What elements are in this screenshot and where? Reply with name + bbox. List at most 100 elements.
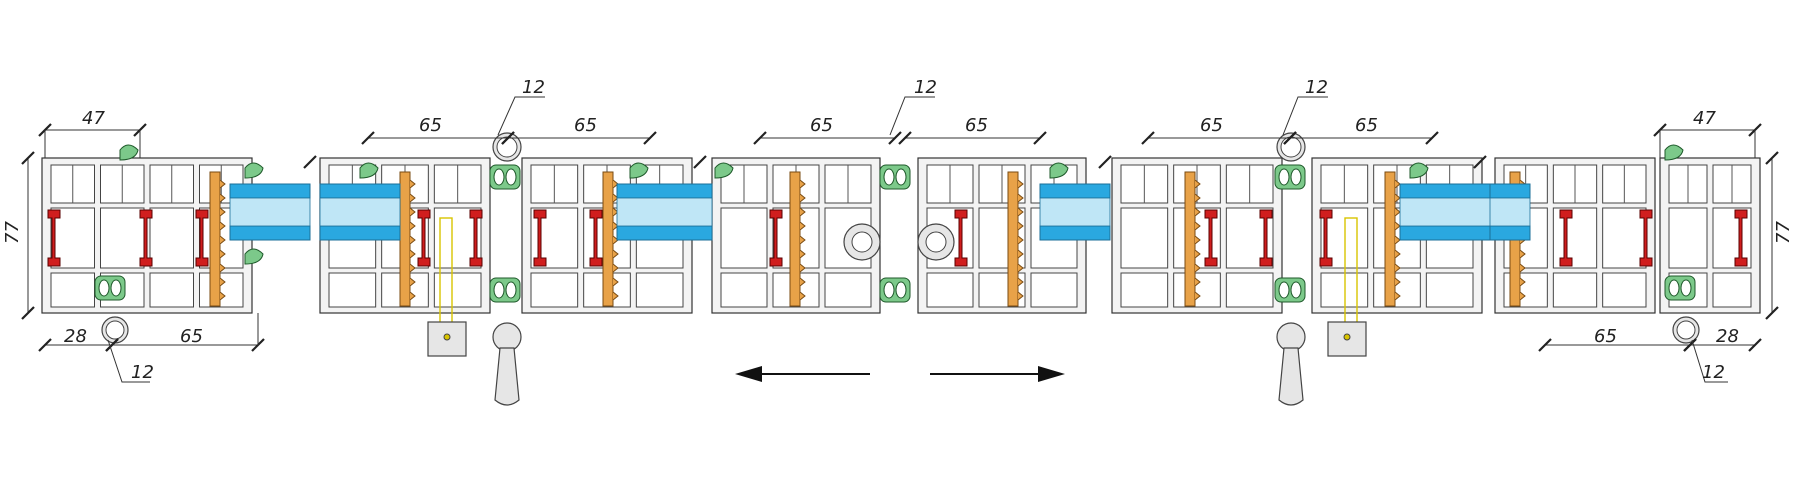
right-thermal-a-shape [1559, 209, 1573, 267]
glass-right-sash-pane-top [1489, 183, 1531, 199]
right-gasket-top [1664, 144, 1684, 161]
right-sash-chamber-mid [1602, 207, 1647, 269]
roller-left [101, 316, 129, 344]
sash1-reinforcement-a [399, 171, 416, 307]
dimline-left-height-tick-a [21, 151, 35, 165]
sash3-reinforcement-b-tooth [1394, 249, 1401, 259]
left-reinforcement-tooth [219, 221, 226, 231]
glass-sash1-a-spacer [319, 197, 401, 227]
sash1-left-chamber-bottom [433, 272, 482, 308]
right-frame-chamber-bottom [1712, 272, 1752, 308]
right-sash-chamber-bottom [1552, 272, 1598, 308]
right-reinforcement-tooth [1519, 291, 1526, 301]
left-gasket-top-shape [119, 144, 139, 161]
sash1-gasket-bottom-eye-b [505, 281, 517, 299]
dimline-right-height-tick-a [1765, 151, 1779, 165]
center-glass-gasket-a-shape [714, 162, 734, 179]
left-frame-chamber-mid [100, 207, 145, 269]
center-gasket-bottom-eye-b [895, 281, 907, 299]
center-reinforcement-a-tooth [799, 207, 806, 217]
sash3-reinforcement-a-tooth [1194, 207, 1201, 217]
sash3-left-chamber-bottom [1173, 272, 1221, 308]
sash1-reinforcement-a-tooth [409, 249, 416, 259]
sash1-reinforcement-a-tooth [409, 277, 416, 287]
sash3-gasket-bottom [1274, 277, 1306, 303]
center-reinforcement-b-tooth [1017, 263, 1024, 273]
left-gasket-bottom-eye-b [110, 279, 122, 297]
center-reinforcement-a-tooth [799, 193, 806, 203]
right-thermal-a [1559, 209, 1573, 267]
sash1-left-chamber-bottom [328, 272, 377, 308]
dimline-sash3-b-tick-a [1283, 131, 1297, 145]
dimension-lines [21, 96, 1779, 383]
left-reinforcement-tooth [219, 291, 226, 301]
sash3-left-chamber-bottom [1225, 272, 1274, 308]
sash3-reinforcement-b-tooth [1394, 277, 1401, 287]
sash1-glass-gasket-b-shape [629, 162, 649, 179]
center-reinforcement-a-tooth [799, 179, 806, 189]
sash3-gasket-top-eye-b [1290, 168, 1302, 186]
glass-center-right [1039, 183, 1111, 241]
center-reinforcement-a-tooth [799, 277, 806, 287]
sash3-reinforcement-a-tooth [1194, 221, 1201, 231]
sash1-reinforcement-a-tooth [409, 263, 416, 273]
left-glass-gasket-top-shape [244, 162, 264, 179]
sash1-reinforcement-b-tooth [612, 277, 619, 287]
sash3-right-chamber-bottom [1373, 272, 1421, 308]
sash3-reinforcement-b-tooth [1394, 291, 1401, 301]
sash3-reinforcement-a [1184, 171, 1201, 307]
left-reinforcement-tooth [219, 207, 226, 217]
sash3-reinforcement-b-shape [1384, 171, 1396, 307]
center-reinforcement-b-tooth [1017, 221, 1024, 231]
center-reinforcement-b-tooth [1017, 291, 1024, 301]
center-reinforcement-a-tooth [799, 221, 806, 231]
sash1-reinforcement-b-tooth [612, 291, 619, 301]
dimline-right-bottom-a-tick-a [1538, 338, 1552, 352]
dimline-center-a-tick-b [888, 131, 902, 145]
hardware [101, 132, 1700, 406]
sash1-thermal-d-shape [589, 209, 603, 267]
glazing-units [229, 183, 1531, 241]
roller-right [1672, 316, 1700, 344]
glass-sash3-pane-top [1399, 183, 1501, 199]
dim-sash1-top-b: 65 [574, 115, 597, 136]
glass-center-right-pane-bottom [1039, 225, 1111, 241]
sash3-reinforcement-b [1384, 171, 1401, 307]
left-reinforcement-tooth [219, 235, 226, 245]
dimension-labels: 47 77 28 65 12 65 65 12 65 65 12 65 65 1… [2, 77, 1794, 383]
glass-sash1-b [616, 183, 713, 241]
center-reinforcement-a-tooth [799, 235, 806, 245]
right-thermal-b [1639, 209, 1653, 267]
sash1-reinforcement-a-tooth [409, 207, 416, 217]
center-reinforcement-a-tooth [799, 263, 806, 273]
left-gasket-top [119, 144, 139, 161]
sash1-glass-gasket-b [629, 162, 649, 179]
left-glass-gasket-bottom [244, 248, 264, 265]
sash1-right-chamber-bottom [635, 272, 684, 308]
glass-sash3 [1399, 183, 1501, 241]
glass-left-sash [229, 183, 311, 241]
dimline-right-bottom-b-tick-a [1683, 338, 1697, 352]
left-glass-gasket-top [244, 162, 264, 179]
left-frame-chamber-mid [149, 207, 194, 269]
glass-right-sash-pane-bottom [1489, 225, 1531, 241]
sash3-gasket-bottom-eye-b [1290, 281, 1302, 299]
sash3-gasket-bottom-eye-a [1278, 281, 1290, 299]
left-thermal-sash [195, 209, 209, 267]
sash3-thermal-b [1259, 209, 1273, 267]
dim-right-frame-width: 47 [1693, 108, 1716, 129]
dimline-center-b-tick-b [1033, 131, 1047, 145]
sash1-thermal-c-shape [533, 209, 547, 267]
left-thermal-inner [139, 209, 153, 267]
center-reinforcement-b-shape [1007, 171, 1019, 307]
left-reinforcement-tooth [219, 179, 226, 189]
sash3-reinforcement-a-tooth [1194, 277, 1201, 287]
right-thermal-outer [1734, 209, 1748, 267]
sash1-reinforcement-a-tooth [409, 193, 416, 203]
glass-sash1-b-pane-top [616, 183, 713, 199]
dimline-left-bottom-b-tick-a [105, 338, 119, 352]
sash1-thermal-b-shape [469, 209, 483, 267]
sash3-left-chamber-bottom [1120, 272, 1169, 308]
center-left-chamber-mid [720, 207, 768, 269]
arrow-left [735, 366, 870, 382]
